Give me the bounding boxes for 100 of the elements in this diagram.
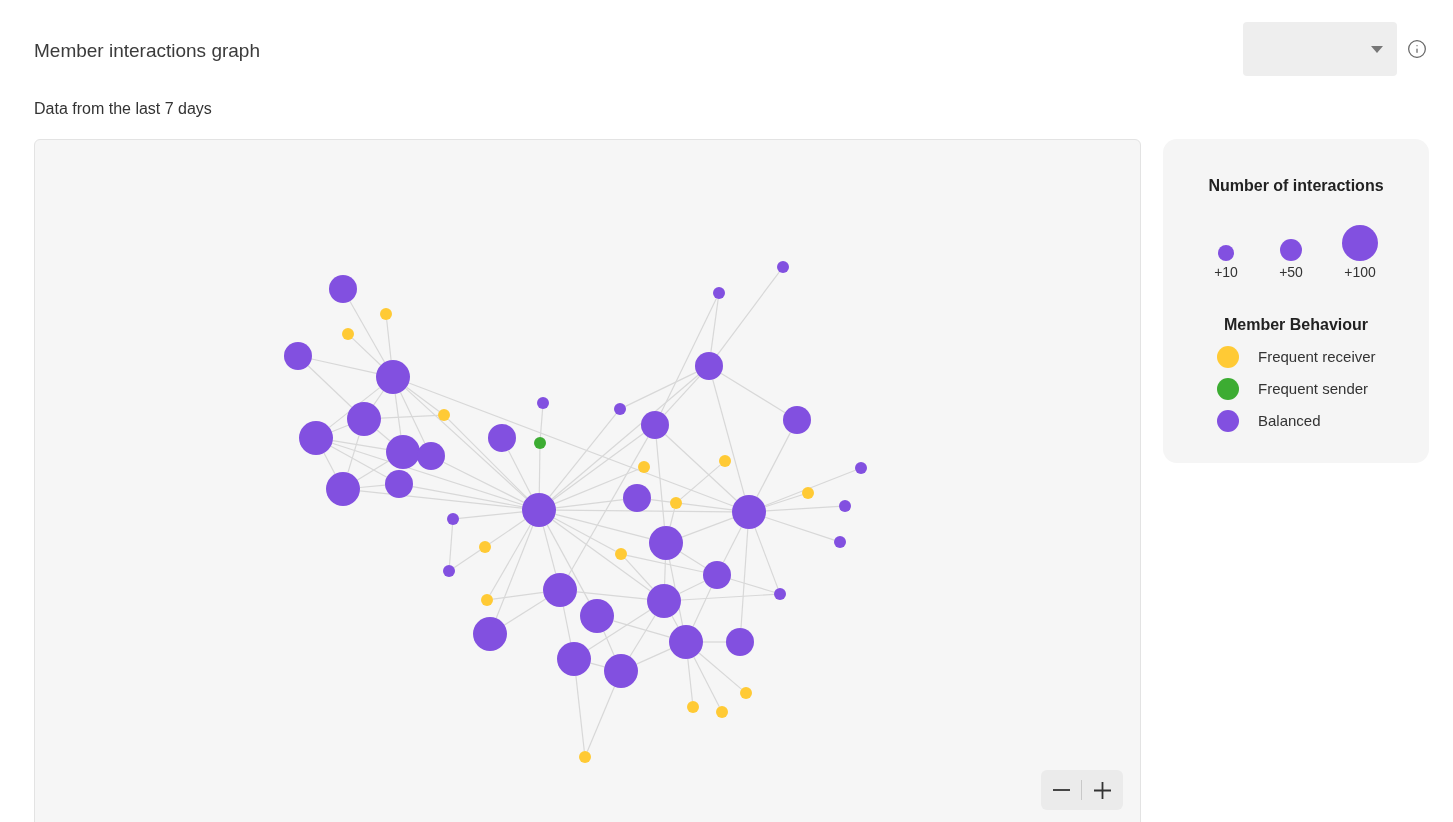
size-label: +100 (1344, 263, 1376, 282)
graph-node (695, 352, 723, 380)
edge-line (448, 524, 454, 566)
edge-line (330, 445, 388, 478)
edge-line (624, 371, 697, 407)
edge-line (351, 337, 382, 366)
edge-line (603, 631, 615, 656)
edge-line (740, 528, 749, 629)
edge-line (552, 432, 645, 501)
edge-line (553, 517, 617, 552)
graph-node (537, 397, 549, 409)
edge-line (720, 372, 786, 414)
size-label: +50 (1279, 263, 1303, 282)
edge-line (764, 494, 803, 508)
edge-line (680, 593, 775, 601)
edge-line (612, 620, 671, 638)
graph-node (726, 628, 754, 656)
edge-line (542, 525, 557, 575)
edge-line (406, 386, 440, 412)
graph-node (670, 497, 682, 509)
edge-line (710, 298, 719, 353)
graph-node (638, 461, 650, 473)
graph-node (713, 287, 725, 299)
edge-line (331, 442, 524, 506)
graph-node (580, 599, 614, 633)
edge-line (698, 652, 742, 690)
edge-line (447, 418, 528, 499)
edge-line (359, 484, 386, 489)
edge-line (764, 516, 835, 541)
edge-line (539, 408, 544, 438)
legend-label: Frequent receiver (1258, 346, 1376, 367)
edge-line (764, 469, 856, 507)
graph-node (834, 536, 846, 548)
graph-node (855, 462, 867, 474)
graph-node (839, 500, 851, 512)
edge-line (376, 429, 391, 442)
graph-node (777, 261, 789, 273)
edge-line (626, 554, 704, 573)
edge-line (408, 382, 734, 507)
edge-line (722, 526, 742, 564)
edge-line (692, 587, 712, 628)
graph-node (703, 561, 731, 589)
edge-line (356, 460, 390, 481)
edge-line (311, 358, 377, 374)
edge-line (458, 511, 523, 519)
edge-line (380, 414, 439, 419)
graph-node (774, 588, 786, 600)
graph-node (329, 275, 357, 303)
edge-line (587, 609, 651, 651)
graph-node (719, 455, 731, 467)
edge-line (687, 658, 693, 702)
graph-node (732, 495, 766, 529)
edge-line (554, 513, 651, 540)
edge-line (453, 549, 481, 569)
edge-line (551, 374, 699, 500)
edge-line (492, 591, 544, 600)
graph-node (716, 706, 728, 718)
graph-node (385, 470, 413, 498)
edge-line (489, 524, 532, 596)
edge-line (663, 375, 701, 416)
edge-line (399, 391, 426, 444)
edge-line (359, 490, 523, 509)
edge-line (507, 449, 532, 496)
graph-node (342, 328, 354, 340)
edge-line (729, 578, 775, 593)
edge-line (756, 431, 792, 498)
edge-line (664, 433, 738, 502)
edge-line (503, 598, 547, 626)
graph-node (473, 617, 507, 651)
edge-line (679, 551, 706, 569)
graph-node (687, 701, 699, 713)
edge-line (562, 606, 572, 643)
edge-line (650, 499, 733, 511)
edge-line (765, 505, 840, 512)
edge-line (386, 319, 392, 361)
edge-line (635, 648, 672, 665)
graph-node (347, 402, 381, 436)
graph-node (479, 541, 491, 553)
edge-line (712, 378, 746, 497)
edge-line (405, 387, 527, 500)
graph-node (557, 642, 591, 676)
graph-node (543, 573, 577, 607)
edge-line (669, 508, 676, 528)
legend-heading: Member Behaviour (1222, 315, 1369, 335)
edge-line (552, 519, 651, 592)
graph-node (614, 403, 626, 415)
legend-label: Balanced (1258, 410, 1321, 431)
legend-label: Frequent sender (1258, 378, 1369, 399)
edge-line (660, 297, 717, 413)
edge-line (442, 461, 525, 503)
edge-line (655, 438, 665, 527)
graph-node (488, 424, 516, 452)
edge-line (323, 452, 336, 475)
edge-line (629, 614, 656, 658)
edge-line (567, 436, 649, 576)
edge-line (681, 517, 734, 538)
graph-node (481, 594, 493, 606)
subtitle: Data from the last 7 days (34, 99, 212, 119)
graph-node (447, 513, 459, 525)
edge-line (332, 440, 387, 450)
